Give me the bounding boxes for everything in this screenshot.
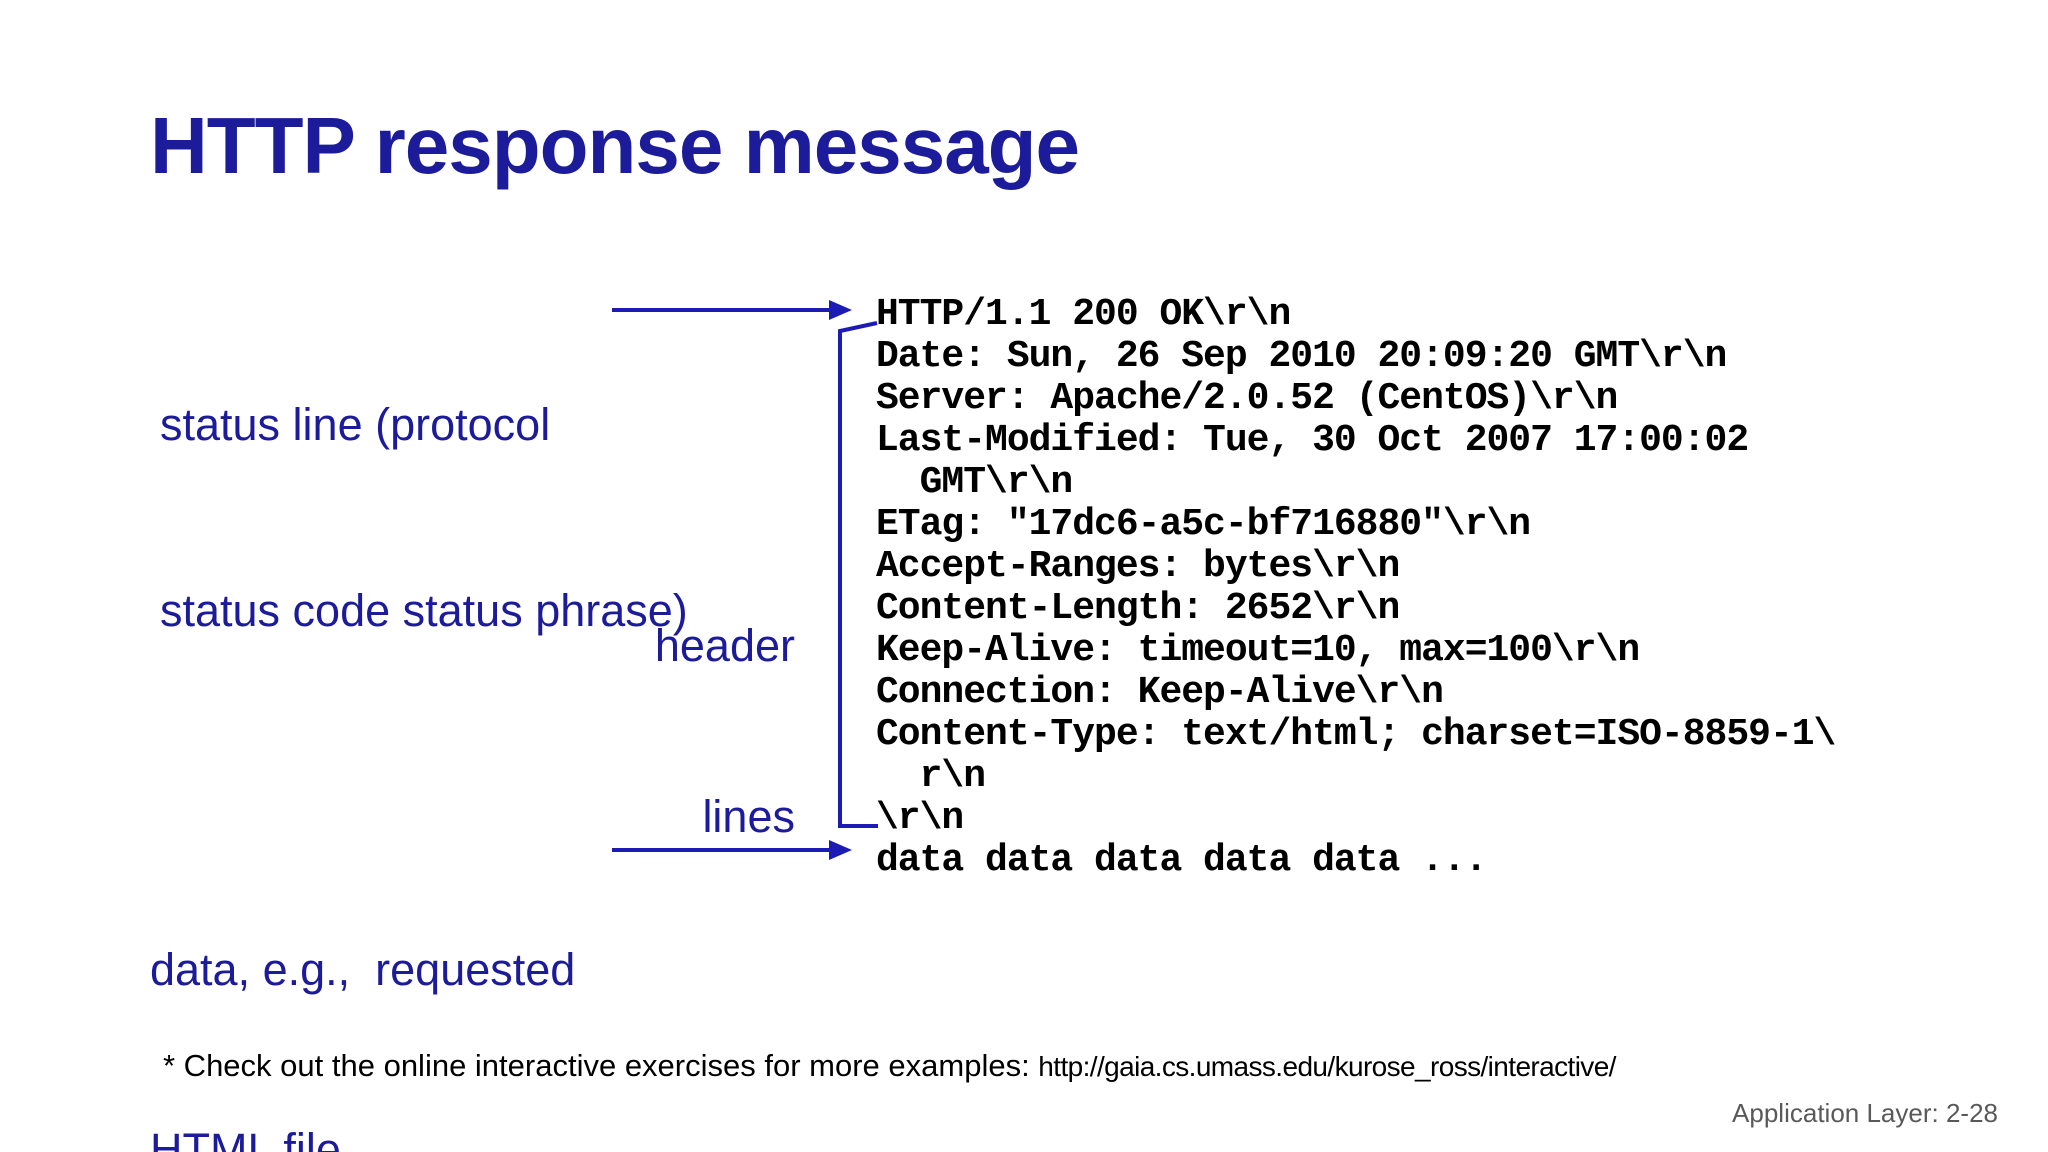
header-lines-label: header lines	[500, 503, 795, 959]
page-number-label: Application Layer: 2-28	[1732, 1098, 1998, 1128]
http-response-line: Last-Modified: Tue, 30 Oct 2007 17:00:02	[876, 419, 1749, 462]
http-response-line: Server: Apache/2.0.52 (CentOS)\r\n	[876, 377, 1618, 420]
http-response-line: r\n	[876, 755, 986, 798]
header-lines-bracket	[838, 321, 878, 828]
http-response-line: HTTP/1.1 200 OK\r\n	[876, 293, 1291, 336]
data-label-line2: HTML file	[150, 1124, 341, 1152]
http-response-line: Keep-Alive: timeout=10, max=100\r\n	[876, 629, 1640, 672]
footnote-text: * Check out the online interactive exerc…	[163, 1048, 1039, 1083]
http-response-line: Date: Sun, 26 Sep 2010 20:09:20 GMT\r\n	[876, 335, 1727, 378]
data-label-line1: data, e.g., requested	[150, 944, 576, 995]
http-response-message: HTTP/1.1 200 OK\r\n Date: Sun, 26 Sep 20…	[876, 293, 1836, 882]
status-line-label-line2: status code status phrase)	[160, 585, 688, 636]
http-response-line: Content-Length: 2652\r\n	[876, 587, 1400, 630]
status-line-label: status line (protocol status code status…	[160, 270, 688, 766]
http-response-line: data data data data data ...	[876, 839, 1488, 882]
http-response-line: Content-Type: text/html; charset=ISO-885…	[876, 713, 1836, 756]
header-lines-label-line1: header	[654, 620, 795, 671]
http-response-line: Connection: Keep-Alive\r\n	[876, 671, 1444, 714]
http-response-line: Accept-Ranges: bytes\r\n	[876, 545, 1400, 588]
footnote-url: http://gaia.cs.umass.edu/kurose_ross/int…	[1038, 1051, 1616, 1082]
status-line-arrowhead-icon	[829, 300, 852, 320]
footnote: * Check out the online interactive exerc…	[163, 1048, 1616, 1084]
slide-title: HTTP response message	[150, 101, 1080, 190]
http-response-line: \r\n	[876, 797, 964, 840]
status-line-label-line1: status line (protocol	[160, 399, 551, 450]
http-response-line: GMT\r\n	[876, 461, 1074, 504]
header-lines-label-line2: lines	[702, 791, 795, 842]
data-arrowhead-icon	[829, 840, 852, 860]
data-label: data, e.g., requested HTML file	[150, 820, 575, 1152]
http-response-line: ETag: "17dc6-a5c-bf716880"\r\n	[876, 503, 1531, 546]
